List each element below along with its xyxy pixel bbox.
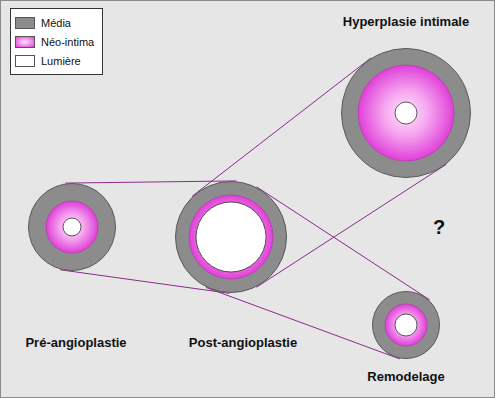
section-label: Post-angioplastie [189, 335, 297, 351]
lumen [63, 218, 81, 236]
neointima-layer [46, 201, 98, 253]
legend-label: Néo-intima [41, 36, 94, 48]
question-mark: ? [430, 216, 448, 238]
legend-entry: Lumière [15, 51, 94, 70]
media-layer [176, 182, 287, 293]
section-label: Remodelage [367, 369, 444, 385]
vessel-drawing [28, 183, 116, 271]
neointima-layer [189, 195, 273, 279]
lumen [395, 314, 417, 336]
vessel-section: Post-angioplastie [175, 181, 287, 293]
legend-box: MédiaNéo-intimaLumière [10, 8, 103, 75]
vessel-drawing [175, 181, 287, 293]
section-label: Pré-angioplastie [25, 335, 126, 351]
media-layer [29, 184, 116, 271]
vessel-section: Pré-angioplastie [28, 183, 116, 271]
vessel-drawing [341, 48, 471, 178]
legend-entry: Média [15, 13, 94, 32]
vessel-section: Remodelage [372, 291, 440, 359]
neointima-layer [385, 304, 427, 346]
vessel-section: Hyperplasie intimale [341, 48, 471, 178]
neointima-layer [358, 65, 454, 161]
legend-swatch [15, 36, 35, 48]
media-layer [342, 49, 471, 178]
media-layer [373, 292, 440, 359]
lumen [196, 202, 266, 272]
legend-label: Média [41, 17, 71, 29]
legend-label: Lumière [41, 55, 81, 67]
legend-swatch [15, 55, 35, 67]
lumen [395, 102, 417, 124]
section-label: Hyperplasie intimale [343, 14, 469, 30]
vessel-drawing [372, 291, 440, 359]
legend-swatch [15, 17, 35, 29]
legend-entry: Néo-intima [15, 32, 94, 51]
